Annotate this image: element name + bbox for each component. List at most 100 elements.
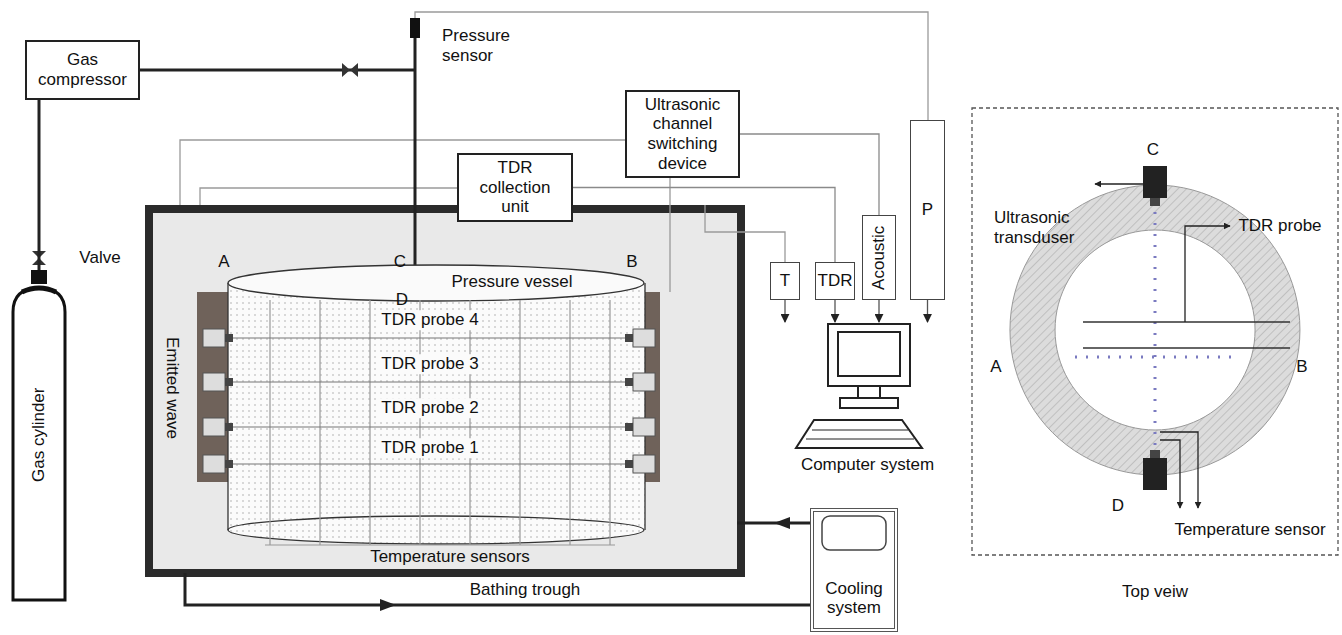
signal-box: P <box>910 120 945 300</box>
signal-wire <box>705 205 785 262</box>
signal-box: Acoustic <box>862 215 896 300</box>
sensor-grid <box>469 300 470 545</box>
computer-symbol <box>796 420 922 448</box>
node-text: Gas cylinder <box>0 425 86 445</box>
pressure-vessel <box>644 283 645 530</box>
ultrasonic-transducer <box>633 455 655 473</box>
part-label: C <box>1147 140 1159 160</box>
node-text: Ultrasonic channel switching device <box>633 95 732 173</box>
ultrasonic-transducer <box>625 378 633 386</box>
cooling-unit <box>822 516 886 550</box>
bathing-trough <box>149 209 741 573</box>
node-text: TDR collection unit <box>465 158 565 217</box>
gas-cylinder <box>31 270 47 284</box>
connector <box>927 300 928 322</box>
top-view <box>1083 321 1290 323</box>
part-label: TDR probe 4 <box>378 310 481 330</box>
part-label: A <box>990 357 1001 377</box>
sensor-grid <box>233 300 625 545</box>
signal-wire <box>180 12 928 292</box>
ultrasonic-transducer <box>203 455 225 473</box>
signal-wire <box>200 188 457 205</box>
ultrasonic-transducer <box>225 423 233 431</box>
top-view <box>972 108 1338 555</box>
top-view <box>1150 198 1160 206</box>
top-view <box>1083 347 1290 349</box>
coolant-pipe <box>185 523 810 605</box>
sensor-grid <box>319 300 320 545</box>
gas-pipe <box>414 38 417 302</box>
node-text: P <box>922 200 933 220</box>
sensor-grid <box>419 300 420 545</box>
sensor-grid <box>233 463 625 464</box>
part-label: Pressure sensor <box>442 26 526 65</box>
top-view <box>1160 440 1180 508</box>
computer-symbol <box>828 324 910 386</box>
computer-symbol <box>858 386 880 398</box>
connector <box>38 100 41 270</box>
ultrasonic-transducer <box>203 418 225 436</box>
computer-symbol <box>796 324 922 448</box>
part-label: B <box>1296 357 1307 377</box>
pressure-vessel <box>228 516 644 544</box>
ultrasonic-transducer <box>203 329 225 347</box>
connector <box>740 134 879 215</box>
computer-symbol <box>838 332 900 376</box>
node-text: TDR <box>818 271 853 291</box>
node-text: Cooling system <box>820 579 888 618</box>
gas-cylinder <box>13 270 65 600</box>
sensor-grid <box>519 300 520 545</box>
part-label: Pressure vessel <box>452 272 573 292</box>
signal-box: T <box>770 262 800 300</box>
top-view <box>1160 432 1198 508</box>
bathing-trough <box>149 209 741 573</box>
part-label: C <box>394 252 406 272</box>
top-view <box>1154 212 1157 448</box>
part-label: Valve <box>79 248 120 268</box>
gas-pipe <box>140 69 415 72</box>
node-text: Gas compressor <box>33 50 132 89</box>
gas-cylinder: Gas cylinder <box>12 270 66 600</box>
gas-pipe <box>342 63 358 77</box>
coolant-pipe <box>737 522 810 525</box>
node-text: Computer system <box>801 455 934 475</box>
sensor-grid <box>609 300 610 545</box>
ultrasonic-transducer <box>625 460 633 468</box>
node-text: Acoustic <box>847 248 911 268</box>
cooling-box: Cooling system <box>810 508 898 632</box>
ultrasonic-transducer <box>203 373 225 391</box>
tdr-unit-box: TDR collection unit <box>457 153 573 222</box>
flow-arrow <box>380 599 396 611</box>
ultrasonic-transducer <box>633 418 655 436</box>
top-view <box>1143 166 1167 198</box>
transducer-block <box>197 292 228 482</box>
node-label: Gas cylinder <box>29 388 49 482</box>
part-label: TDR probe 2 <box>378 398 481 418</box>
sensor-grid <box>369 300 370 545</box>
flow-arrow <box>774 517 790 529</box>
ultrasonic-transducer <box>225 334 233 342</box>
part-label: Top veiw <box>1122 582 1188 602</box>
sensor-grid <box>269 300 270 545</box>
computer-symbol <box>806 430 914 439</box>
ultrasonic-transducer <box>625 334 633 342</box>
sensor-grid <box>233 381 625 382</box>
cooling-unit <box>822 516 886 550</box>
part-label: B <box>623 252 640 272</box>
ultrasonic-transducer <box>633 329 655 347</box>
pressure-vessel <box>228 265 645 544</box>
ultrasonic-transducer <box>203 329 655 473</box>
part-label: Bathing trough <box>470 580 581 600</box>
top-view <box>1075 356 1240 359</box>
gas-cylinder <box>22 288 56 292</box>
top-view <box>1150 450 1160 458</box>
connector <box>834 300 835 322</box>
compressor-box: Gas compressor <box>25 40 140 100</box>
pressure-vessel <box>228 265 644 301</box>
signal-box: TDR <box>815 262 855 300</box>
sensor-grid <box>233 426 625 427</box>
part-label: D <box>396 290 408 310</box>
node-label: Acoustic <box>869 225 889 289</box>
sensor-grid <box>233 337 625 338</box>
signal-wire <box>669 178 670 292</box>
